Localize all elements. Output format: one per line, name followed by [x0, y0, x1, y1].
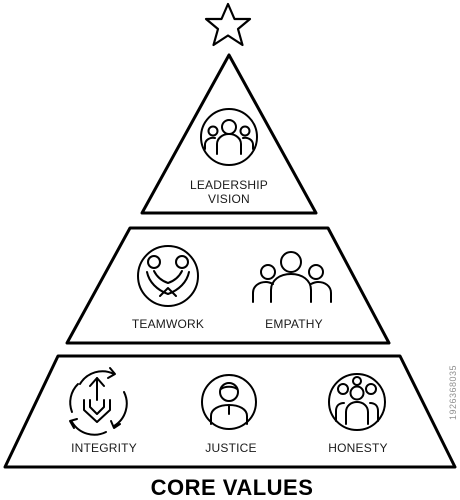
stock-id: 1926368035 [448, 364, 458, 420]
empathy-icon [252, 251, 332, 303]
honesty-icon [328, 373, 386, 431]
empathy-label: EMPATHY [265, 317, 323, 331]
diagram-title: CORE VALUES [151, 475, 314, 500]
integrity-label: INTEGRITY [71, 441, 137, 455]
honesty-label: HONESTY [328, 441, 387, 455]
justice-icon [201, 374, 257, 430]
star-icon [204, 2, 252, 47]
vision-label: VISION [208, 192, 250, 206]
leadership-icon [200, 108, 258, 166]
integrity-icon [69, 367, 128, 436]
teamwork-label: TEAMWORK [132, 317, 204, 331]
middle-tier-trapezoid [65, 226, 391, 345]
justice-label: JUSTICE [205, 441, 256, 455]
teamwork-icon [137, 245, 199, 307]
leadership-label: LEADERSHIP [190, 178, 268, 192]
